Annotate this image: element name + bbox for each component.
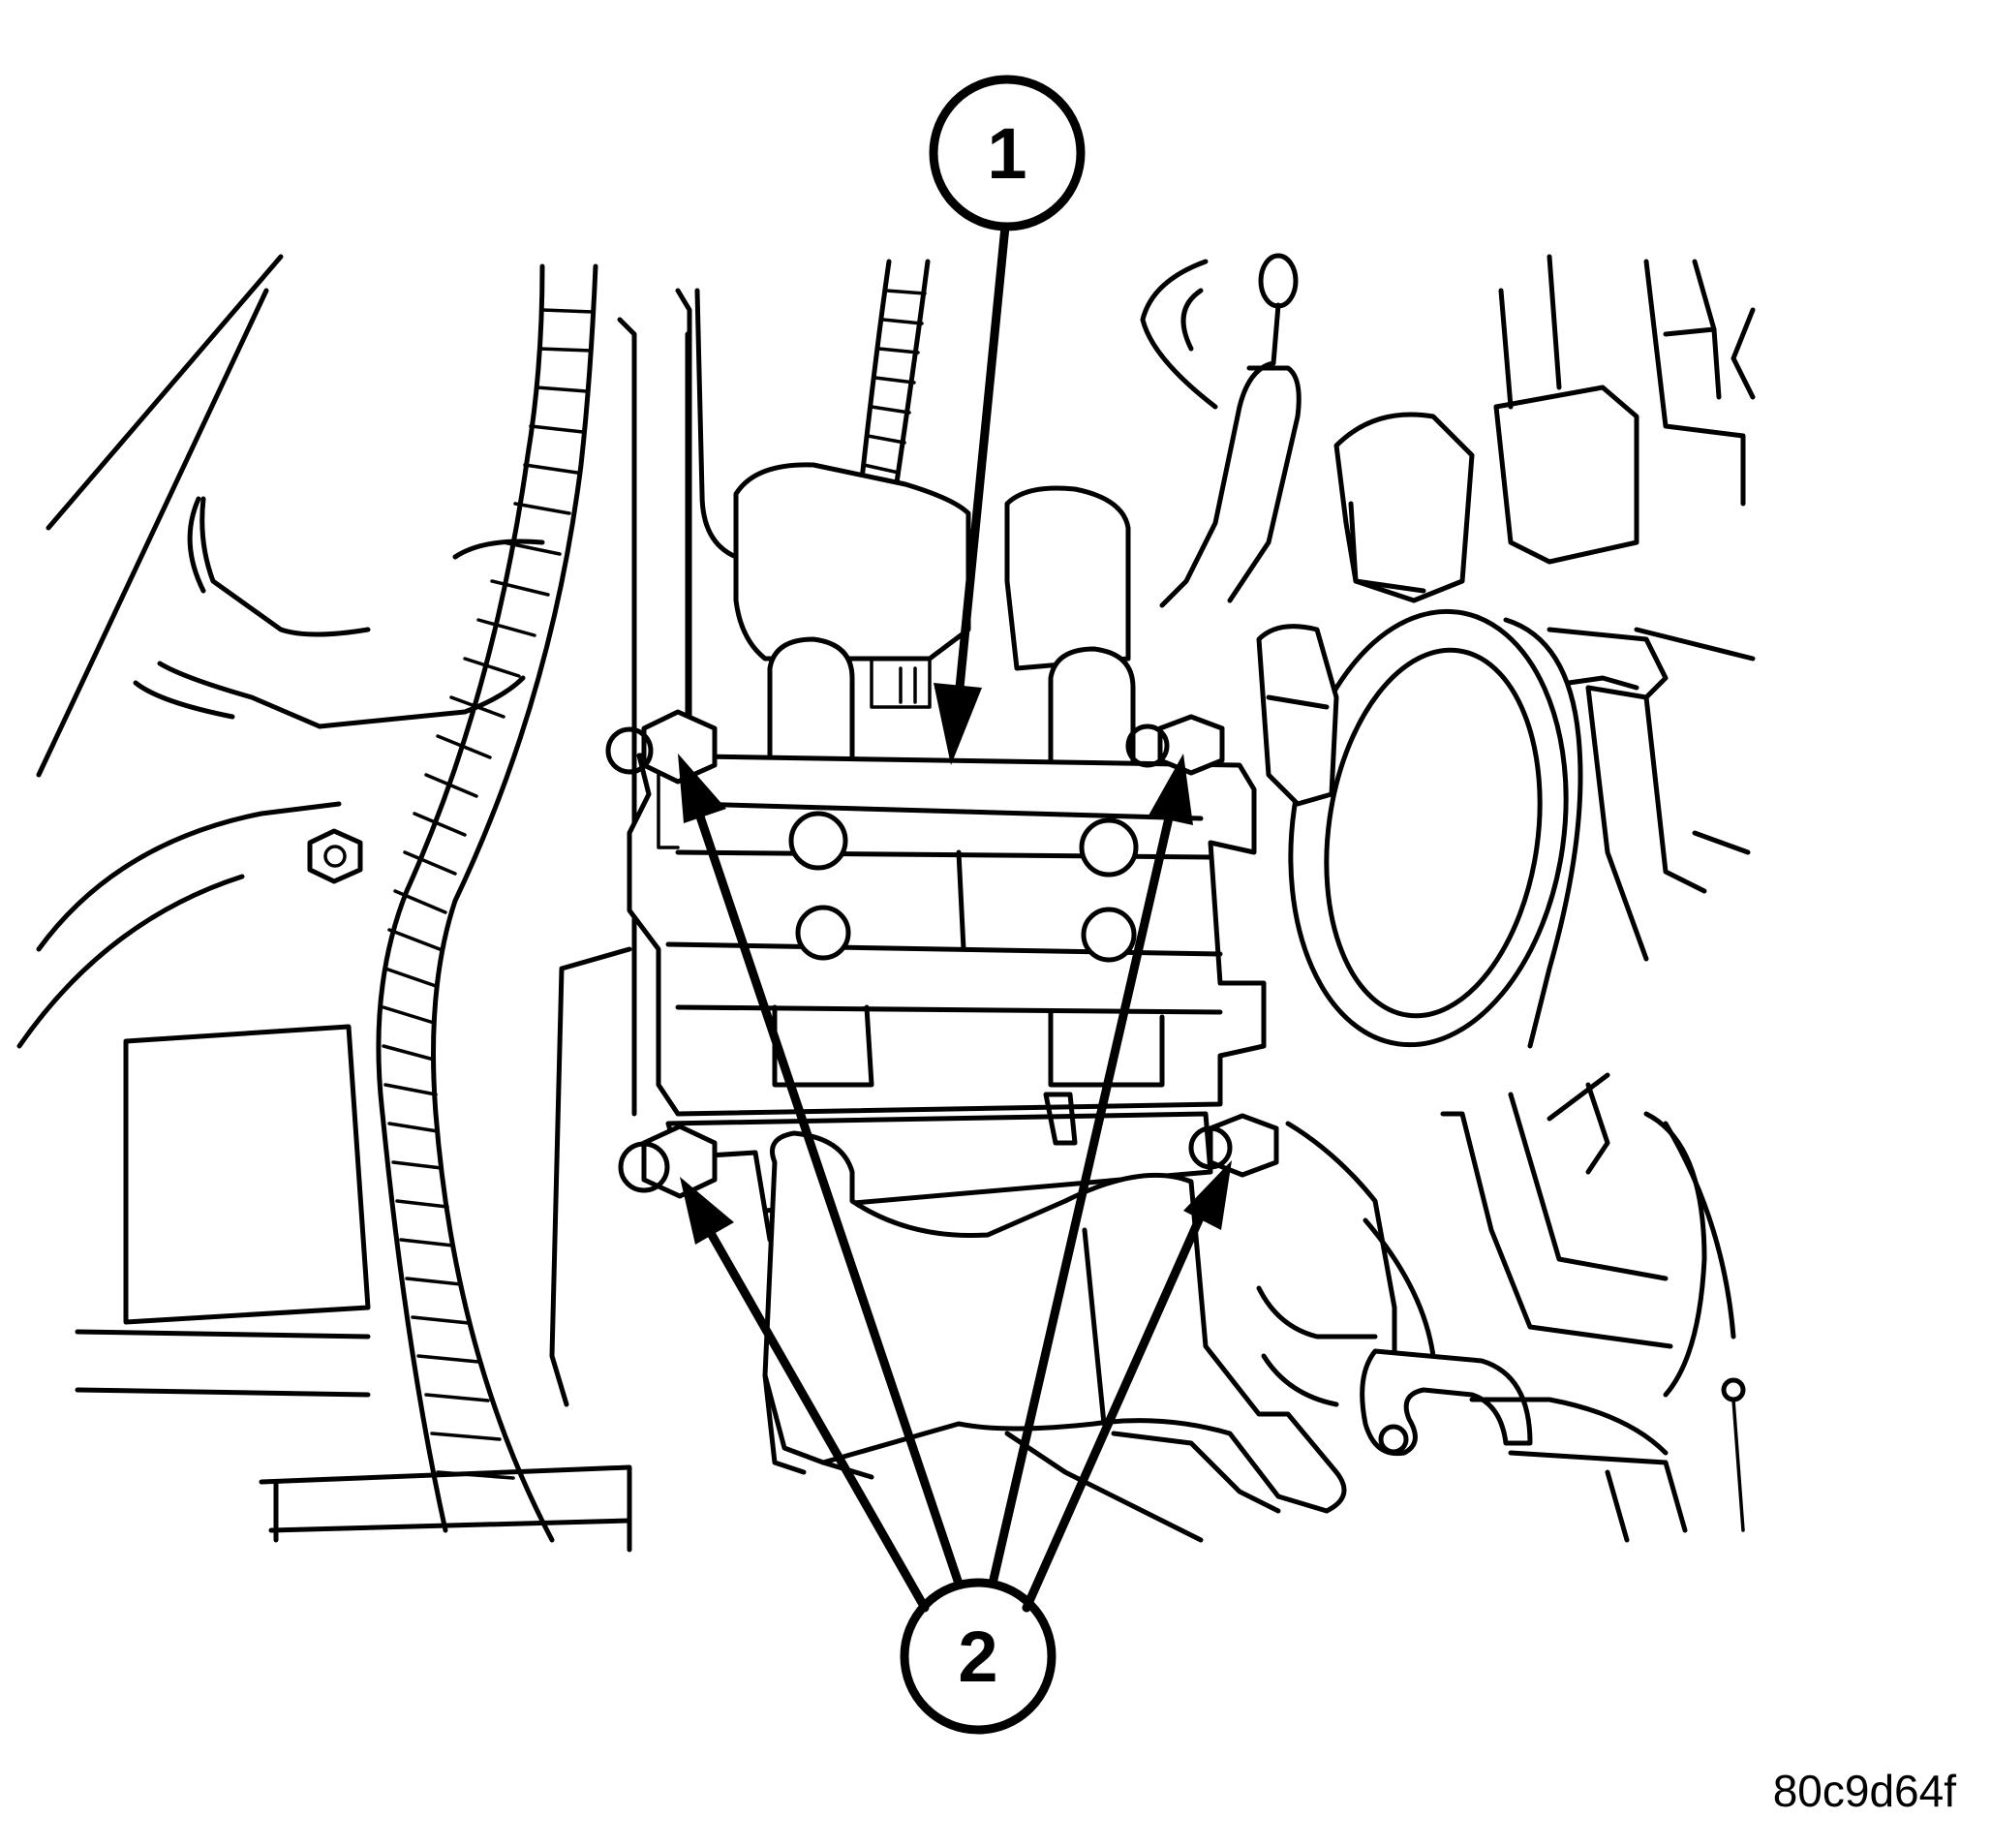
figure-code: 80c9d64f xyxy=(1773,1766,1956,1816)
abs-hydraulic-control-unit xyxy=(627,462,1267,1252)
mounting-bolts xyxy=(605,709,1279,1199)
bolt-upper-left xyxy=(605,709,718,849)
ring-terminal xyxy=(1258,253,1299,309)
bolt-lower-right xyxy=(1188,1113,1279,1178)
callout-2-leader-lower-right xyxy=(1022,1211,1206,1613)
callout-1-leader xyxy=(954,222,1010,702)
port-upper-left xyxy=(788,811,848,871)
left-body-structure xyxy=(16,254,632,1553)
callout-2-leader-lower-left xyxy=(707,1230,930,1613)
throttle-body-inner xyxy=(1324,647,1543,1019)
hose-clip xyxy=(1360,1348,1533,1457)
callout-1-label: 1 xyxy=(987,113,1026,194)
wiring-harness-left xyxy=(376,263,598,1543)
callout-1-group: 1 xyxy=(929,75,1086,765)
port-lower-left xyxy=(795,905,851,961)
bolt-lower-left xyxy=(618,1124,718,1199)
callout-1-arrowhead xyxy=(934,683,982,765)
brake-line-hose-top xyxy=(859,259,931,492)
bolt-upper-right xyxy=(1125,714,1225,776)
right-intake-components xyxy=(1140,253,1756,1543)
callout-2-leader-upper-right xyxy=(988,809,1175,1588)
port-lower-right xyxy=(1081,907,1137,963)
callout-2-group: 2 xyxy=(678,754,1232,1735)
port-upper-right xyxy=(1079,817,1139,878)
left-bolt xyxy=(307,828,363,884)
callout-2-circle xyxy=(900,1578,1057,1735)
callout-2-leader-upper-left xyxy=(694,809,964,1588)
callout-2-label: 2 xyxy=(958,1617,997,1697)
